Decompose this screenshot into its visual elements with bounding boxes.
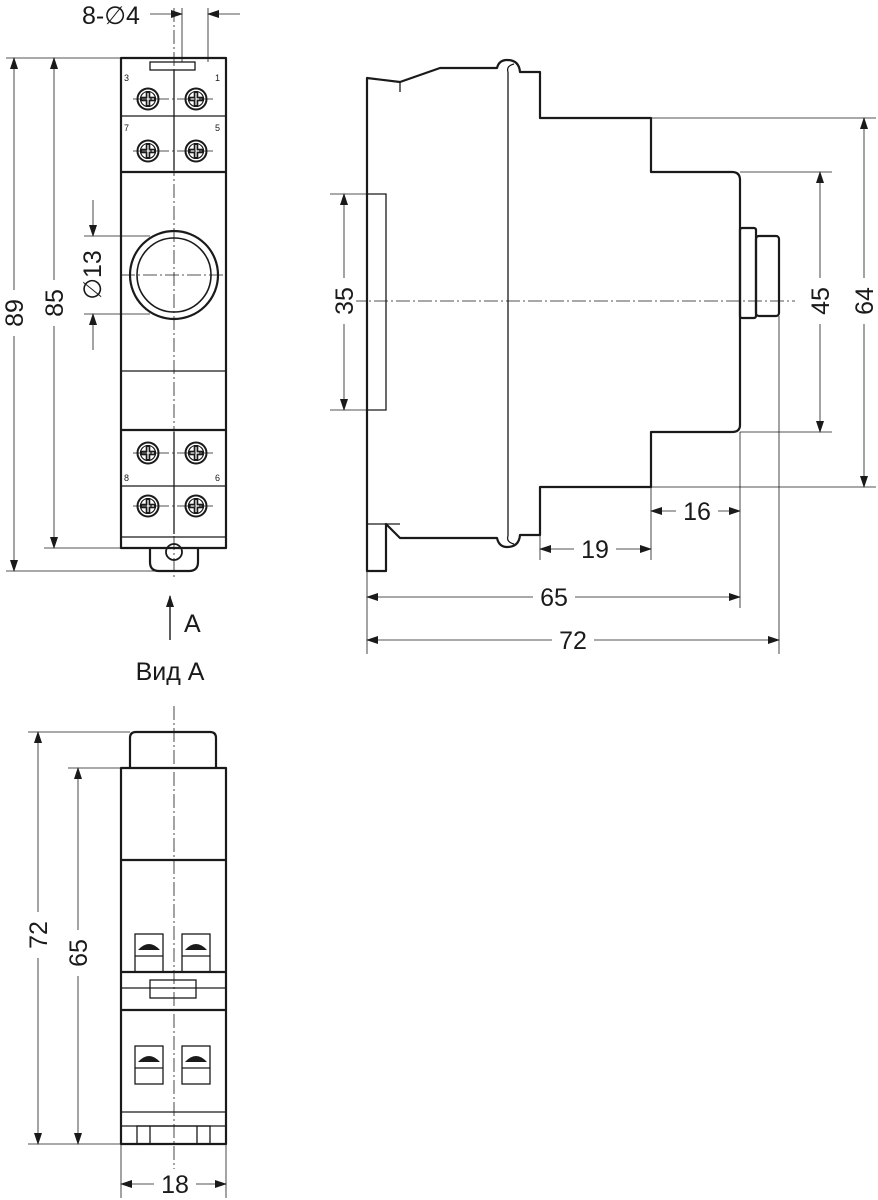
terminal-clamp-lower-right — [181, 1045, 211, 1085]
dim-rail-width: 35 — [331, 287, 359, 315]
dim-bottom-total-height: 72 — [25, 921, 53, 949]
dim-width: 18 — [161, 1171, 189, 1199]
terminal-clamp-upper-right — [181, 933, 211, 973]
view-caption: Вид А — [136, 658, 205, 686]
dim-body-height: 85 — [41, 289, 69, 317]
terminal-number-3: 3 — [124, 73, 129, 83]
dim-total-depth: 72 — [559, 627, 587, 655]
terminal-number-7: 7 — [124, 123, 129, 133]
front-view: 3 1 7 5 8 6 — [119, 8, 228, 580]
dim-front-depth: 16 — [683, 498, 711, 526]
side-view — [352, 58, 795, 573]
terminal-number-1: 1 — [215, 73, 220, 83]
dim-middle-height: 64 — [851, 287, 878, 315]
dim-body-depth: 65 — [540, 584, 568, 612]
dim-knob-diameter: ∅13 — [79, 250, 107, 300]
dim-overall-height: 89 — [1, 299, 29, 327]
dim-front-height: 45 — [807, 287, 835, 315]
terminal-number-5: 5 — [215, 123, 220, 133]
dim-step-depth: 19 — [581, 536, 609, 564]
view-arrow-label: A — [184, 610, 201, 638]
terminal-number-6: 6 — [215, 473, 220, 483]
bottom-view — [119, 706, 228, 1170]
dim-holes: 8-∅4 — [82, 2, 140, 30]
bottom-view-dimensions: 72 65 18 — [25, 731, 227, 1199]
terminal-clamp-lower-left — [134, 1045, 164, 1085]
front-view-dimensions: 8-∅4 89 85 ∅13 A Вид А — [1, 2, 240, 686]
terminal-number-8: 8 — [124, 473, 129, 483]
side-view-dimensions: 35 45 64 16 19 65 72 — [330, 117, 878, 655]
dim-bottom-body-height: 65 — [65, 939, 93, 967]
terminal-clamp-upper-left — [134, 933, 164, 973]
